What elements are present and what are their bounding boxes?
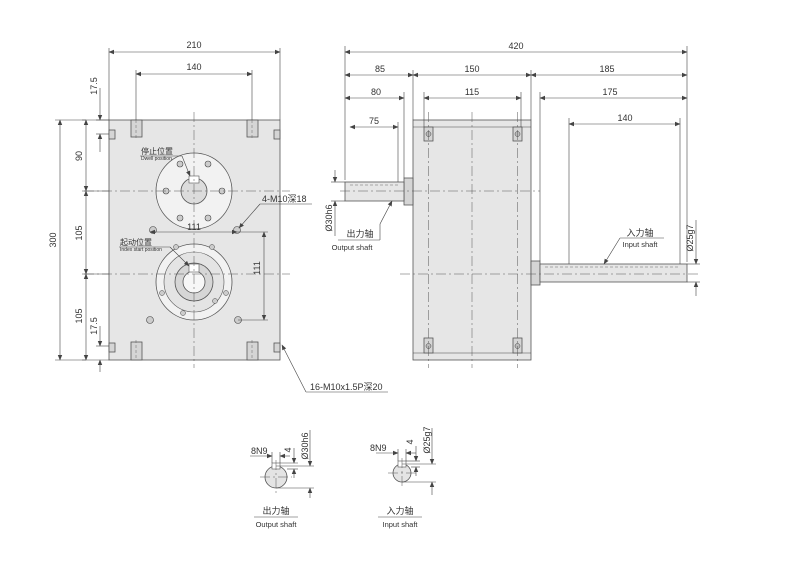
output-shaft-cn: 出力轴 [346, 228, 373, 239]
tapped-holes-label: 4-M10深18 [262, 194, 307, 204]
dwell-cn-label: 停止位置 [141, 146, 173, 156]
dim-105-mid-label: 105 [74, 225, 84, 240]
front-view: 210 140 17.5 90 105 105 [48, 40, 388, 393]
dim-111-vertical: 111 [237, 231, 268, 321]
output-key-width: 8N9 [251, 446, 268, 456]
input-diameter-label: Ø25g7 [685, 224, 695, 251]
dim-85-label: 85 [375, 64, 385, 74]
input-key-depth: 4 [405, 439, 415, 444]
dwell-position-callout: 停止位置 Dwell position [140, 146, 191, 177]
corner-bolt-holes [108, 119, 281, 361]
output-shaft-callout: 出力轴 Output shaft [332, 200, 393, 252]
dim-vertical-chain: 90 105 105 [74, 119, 109, 361]
input-section-diameter: Ø25g7 [422, 426, 432, 453]
dim-output-diameter: Ø30h6 [324, 170, 345, 236]
front-centerlines [84, 112, 290, 368]
dim-17-5-top-label: 17.5 [89, 77, 99, 95]
dim-111-h-label: 111 [187, 222, 201, 232]
dim-105-low-label: 105 [74, 308, 84, 323]
index-cn-label: 起动位置 [120, 237, 152, 247]
dim-90-label: 90 [74, 151, 84, 161]
dwell-en-label: Dwell position [141, 156, 172, 162]
index-start-callout: 起动位置 Index start position [119, 237, 190, 267]
dim-17-5-top: 17.5 [89, 77, 109, 152]
input-shaft-cn: 入力轴 [626, 227, 653, 238]
output-section-cn: 出力轴 [262, 505, 289, 516]
dim-115-label: 115 [465, 87, 479, 97]
dim-140-side-label: 140 [617, 113, 632, 123]
tapped-holes-callout: 4-M10深18 [238, 194, 312, 229]
dim-175-label: 175 [602, 87, 617, 97]
mount-holes-callout: 16-M10x1.5P深20 [281, 344, 388, 393]
dim-input-diameter: Ø25g7 [685, 220, 700, 296]
dim-140-label: 140 [186, 62, 201, 72]
input-section-en: Input shaft [382, 520, 418, 529]
dim-75: 75 [349, 116, 399, 182]
input-shaft-section: 8N9 4 Ø25g7 入力轴 Input shaft [370, 426, 436, 529]
dim-140-side: 140 [568, 113, 681, 264]
mount-holes-label: 16-M10x1.5P深20 [310, 382, 383, 392]
dim-150-label: 150 [464, 64, 479, 74]
dim-17-5-bottom-label: 17.5 [89, 317, 99, 335]
input-key-width: 8N9 [370, 443, 387, 453]
dim-210-label: 210 [186, 40, 201, 50]
input-shaft-en: Input shaft [622, 240, 658, 249]
output-shaft-en: Output shaft [332, 243, 374, 252]
output-diameter-label: Ø30h6 [324, 204, 334, 231]
dim-420: 420 [344, 41, 688, 262]
dim-210: 210 [108, 40, 281, 120]
index-en-label: Index start position [120, 247, 162, 253]
side-view: 420 85 150 185 80 115 175 [324, 41, 700, 368]
input-section-cn: 入力轴 [386, 505, 413, 516]
dim-185-label: 185 [599, 64, 614, 74]
input-shaft [530, 260, 688, 286]
dim-420-label: 420 [508, 41, 523, 51]
dim-80-label: 80 [371, 87, 381, 97]
output-section-diameter: Ø30h6 [300, 432, 310, 459]
dim-75-label: 75 [369, 116, 379, 126]
output-key-depth: 4 [283, 447, 293, 452]
dim-140-front: 140 [135, 62, 253, 120]
side-centerlines [340, 112, 700, 368]
dim-chain-top: 85 150 185 [344, 64, 688, 120]
dim-300-label: 300 [48, 232, 58, 247]
input-shaft-callout: 入力轴 Input shaft [603, 227, 664, 265]
output-shaft [344, 177, 414, 206]
dim-111-horizontal: 111 [149, 222, 238, 235]
output-section-en: Output shaft [256, 520, 298, 529]
dim-300: 300 [48, 119, 86, 361]
output-shaft-section: 8N9 4 Ø30h6 出力轴 Output shaft [250, 430, 314, 529]
dim-111-v-label: 111 [252, 261, 262, 275]
dim-chain-second: 80 115 175 [344, 87, 688, 261]
dim-17-5-bottom: 17.5 [89, 317, 109, 372]
